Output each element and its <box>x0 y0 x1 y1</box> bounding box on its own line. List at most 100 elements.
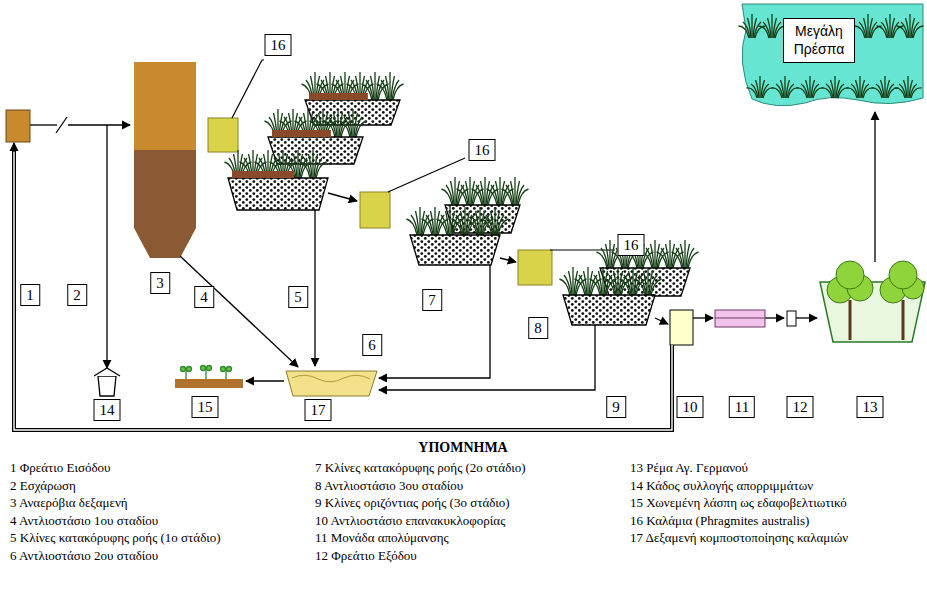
reed-stroke <box>337 109 338 137</box>
reed-stroke <box>419 207 420 235</box>
reed-stroke <box>386 76 390 100</box>
reed-stroke <box>834 76 835 98</box>
reed-stroke <box>572 267 573 295</box>
reed-stroke <box>909 14 910 38</box>
legend-entry: 12 Φρεάτιο Εξόδου <box>315 548 417 564</box>
callout-number: 2 <box>67 284 87 306</box>
reed-stroke <box>300 162 311 178</box>
reed-stroke <box>806 80 810 98</box>
callout-number: 12 <box>787 396 814 418</box>
reed-stroke <box>644 271 648 295</box>
reed-stroke <box>467 219 478 235</box>
reed-stroke <box>651 244 655 268</box>
reed-stroke <box>863 88 874 98</box>
reed-stroke <box>602 267 603 295</box>
reed-stroke <box>449 207 450 235</box>
reed-stroke <box>356 121 367 137</box>
soil-layer <box>309 93 368 100</box>
reed-stroke <box>813 88 824 98</box>
reed-stroke <box>688 252 699 268</box>
legend-entry: 3 Αναερόβια δεξαμενή <box>10 495 128 511</box>
pump-station <box>360 192 390 228</box>
lake-name: Μεγάλη Πρέσπα <box>789 23 849 58</box>
reed-stroke <box>297 150 298 178</box>
reed-stroke <box>514 177 515 205</box>
callout-number: 15 <box>192 396 219 418</box>
callout-number: 4 <box>194 286 214 308</box>
callout-number: 11 <box>729 396 755 418</box>
reed-stroke <box>647 267 648 295</box>
reed-stroke <box>788 88 799 98</box>
reed-stroke <box>316 162 327 178</box>
reed-stroke <box>684 240 685 268</box>
reed-stroke <box>442 189 453 205</box>
callout-number: 13 <box>857 396 884 418</box>
reed-stroke <box>482 219 493 235</box>
reed-stroke <box>871 26 882 38</box>
reed-stroke <box>309 154 313 178</box>
recirculation-pump <box>670 310 693 345</box>
reed-bed <box>225 150 329 210</box>
reed-bed <box>265 109 367 164</box>
reed-stroke <box>518 189 529 205</box>
reed-stroke <box>569 271 573 295</box>
reed-stroke <box>584 271 588 295</box>
reed-stroke <box>635 279 646 295</box>
reed-bed <box>407 207 509 265</box>
reed-stroke <box>466 181 470 205</box>
reed-stroke <box>422 219 433 235</box>
reed-stroke <box>407 219 418 235</box>
reed-stroke <box>315 158 322 178</box>
legend-entry: 6 Αντλιοστάσιο 2ου σταδίου <box>10 548 158 564</box>
reed-stroke <box>687 248 694 268</box>
lake-reeds <box>739 14 924 98</box>
reed-stroke <box>461 211 465 235</box>
reed-stroke <box>599 271 603 295</box>
gravel-bed <box>563 295 655 325</box>
reed-stroke <box>294 154 298 178</box>
reed-stroke <box>374 72 375 100</box>
reed-stroke <box>650 275 657 295</box>
reed-stroke <box>499 177 500 205</box>
reed-stroke <box>672 252 683 268</box>
callout-number: 16 <box>618 234 645 256</box>
reed-stroke <box>771 14 772 38</box>
reed-stroke <box>472 189 483 205</box>
outlet-well <box>787 311 796 326</box>
reed-stroke <box>756 80 760 98</box>
reed-stroke <box>452 219 463 235</box>
gravel-bed <box>268 137 363 164</box>
reed-stroke <box>484 177 485 205</box>
reed-stroke <box>654 240 655 268</box>
reed-stroke <box>651 279 662 295</box>
reed-stroke <box>904 80 908 98</box>
callout-number: 5 <box>288 286 308 308</box>
reed-stroke <box>575 279 586 295</box>
reed-stroke <box>494 207 495 235</box>
legend-entry: 15 Χωνεμένη λάσπη ως εδαφοβελτιωτικό <box>630 495 847 511</box>
reed-stroke <box>831 80 835 98</box>
reed-stroke <box>666 244 670 268</box>
callout-number: 17 <box>305 399 332 421</box>
reed-stroke <box>434 207 435 235</box>
reed-stroke <box>884 76 885 98</box>
reed-stroke <box>476 211 480 235</box>
reed-stroke <box>907 76 908 98</box>
reed-stroke <box>496 181 500 205</box>
legend-entry: 4 Αντλιοστάσιο 1ου σταδίου <box>10 513 158 529</box>
digested-sludge <box>175 366 243 389</box>
legend-entry: 10 Αντλιοστάσιο επανακυκλοφορίας <box>315 513 505 529</box>
composting-tank <box>286 371 377 396</box>
reed-stroke <box>464 207 465 235</box>
reed-stroke <box>437 219 448 235</box>
reed-stroke <box>502 189 513 205</box>
reed-stroke <box>606 244 610 268</box>
waste-bin <box>94 368 120 396</box>
callout-number: 8 <box>528 317 548 339</box>
reed-stroke <box>431 211 435 235</box>
reed-stroke <box>751 14 752 38</box>
reed-stroke <box>886 18 890 38</box>
reed-stroke <box>454 177 455 205</box>
